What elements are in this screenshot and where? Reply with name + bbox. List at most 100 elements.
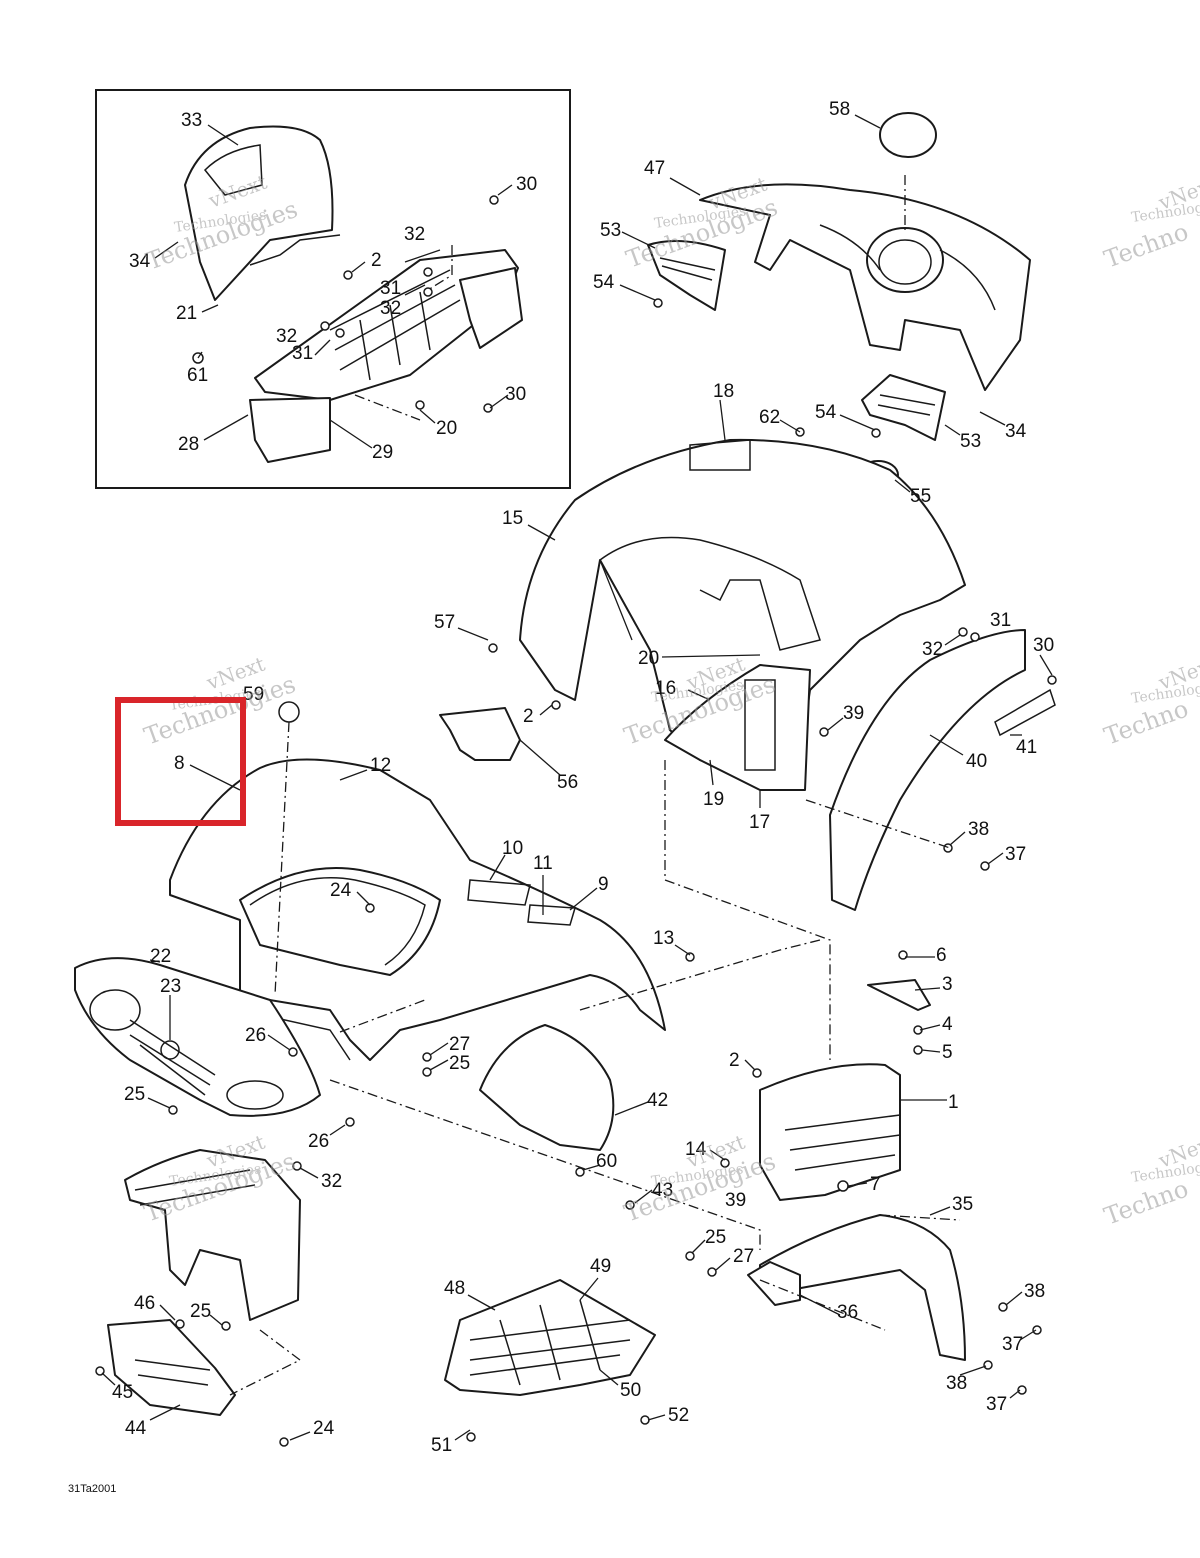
callout-25: 25 — [705, 1227, 726, 1248]
callout-30: 30 — [1033, 635, 1054, 656]
callout-2: 2 — [371, 250, 382, 271]
callout-27: 27 — [733, 1246, 754, 1267]
callout-44: 44 — [125, 1418, 147, 1439]
rear-side-fender-40 — [829, 629, 1056, 911]
callout-6: 6 — [936, 945, 947, 966]
callout-38: 38 — [968, 819, 989, 840]
callout-25: 25 — [449, 1053, 470, 1074]
callout-55: 55 — [910, 486, 931, 507]
rear-fender-15 — [519, 438, 966, 791]
rear-rack-cover-47 — [699, 183, 1031, 391]
callout-54: 54 — [593, 272, 615, 293]
callout-37: 37 — [1002, 1334, 1023, 1355]
skid-plate-48 — [444, 1279, 656, 1396]
callout-53: 53 — [960, 431, 981, 452]
callout-46: 46 — [134, 1293, 155, 1314]
callout-28: 28 — [178, 434, 199, 455]
callout-30: 30 — [505, 384, 526, 405]
callout-3: 3 — [942, 974, 953, 995]
callout-41: 41 — [1016, 737, 1037, 758]
callout-31: 31 — [990, 610, 1011, 631]
callout-8: 8 — [174, 753, 185, 774]
bracket-36 — [747, 1261, 801, 1306]
mud-guard-42 — [479, 1024, 615, 1151]
callout-61: 61 — [187, 365, 208, 386]
callout-57: 57 — [434, 612, 455, 633]
callout-45: 45 — [112, 1382, 133, 1403]
callout-37: 37 — [1005, 844, 1026, 865]
callout-32: 32 — [321, 1171, 342, 1192]
callout-54: 54 — [815, 402, 837, 423]
callout-27: 27 — [449, 1034, 470, 1055]
callout-34: 34 — [1005, 421, 1027, 442]
callout-38: 38 — [1024, 1281, 1045, 1302]
callout-10: 10 — [502, 838, 523, 859]
callout-12: 12 — [370, 755, 391, 776]
callout-13: 13 — [653, 928, 674, 949]
callout-2: 2 — [523, 706, 534, 727]
callout-25: 25 — [190, 1301, 211, 1322]
callout-20: 20 — [638, 648, 659, 669]
callout-35: 35 — [952, 1194, 973, 1215]
callout-32: 32 — [380, 298, 401, 319]
callout-53: 53 — [600, 220, 621, 241]
bracket-56 — [439, 707, 521, 761]
callout-48: 48 — [444, 1278, 465, 1299]
callout-25: 25 — [124, 1084, 145, 1105]
bracket-53-right — [861, 374, 946, 441]
callout-21: 21 — [176, 303, 197, 324]
callout-51: 51 — [431, 1435, 452, 1456]
alignment-lines — [229, 175, 961, 1396]
callout-11: 11 — [533, 853, 553, 874]
callout-56: 56 — [557, 772, 578, 793]
callout-2: 2 — [729, 1050, 740, 1071]
highlight-box — [115, 697, 246, 826]
fasteners — [95, 195, 1057, 1447]
callout-23: 23 — [160, 976, 181, 997]
callout-58: 58 — [829, 99, 850, 120]
callout-26: 26 — [308, 1131, 329, 1152]
callout-29: 29 — [372, 442, 393, 463]
step-bracket-3 — [867, 979, 931, 1011]
drawing-code: 31Ta2001 — [68, 1483, 116, 1495]
callout-39: 39 — [725, 1190, 746, 1211]
callout-49: 49 — [590, 1256, 611, 1277]
callout-19: 19 — [703, 789, 724, 810]
callout-32: 32 — [404, 224, 425, 245]
callout-52: 52 — [668, 1405, 689, 1426]
callout-33: 33 — [181, 110, 202, 131]
callout-47: 47 — [644, 158, 665, 179]
panel-17 — [664, 664, 811, 791]
callout-5: 5 — [942, 1042, 953, 1063]
callout-42: 42 — [647, 1090, 668, 1111]
callout-17: 17 — [749, 812, 770, 833]
callout-18: 18 — [713, 381, 734, 402]
callout-31: 31 — [292, 343, 313, 364]
inset-grille-29 — [249, 249, 523, 463]
callout-60: 60 — [596, 1151, 617, 1172]
callout-39: 39 — [843, 703, 864, 724]
callout-36: 36 — [837, 1302, 858, 1323]
footrest-1 — [759, 1063, 901, 1201]
callout-34: 34 — [129, 251, 151, 272]
inset-fender-33 — [184, 125, 341, 301]
callout-43: 43 — [652, 1180, 673, 1201]
svg-text:Techno: Techno — [1100, 218, 1191, 274]
brush-guard — [124, 1149, 301, 1321]
callout-7: 7 — [870, 1174, 881, 1195]
callout-20: 20 — [436, 418, 457, 439]
rear-guard-35 — [759, 1214, 966, 1361]
callout-22: 22 — [150, 946, 171, 967]
callout-1: 1 — [948, 1092, 959, 1113]
cap-58 — [879, 112, 937, 158]
callout-9: 9 — [598, 874, 609, 895]
callout-38: 38 — [946, 1373, 967, 1394]
leader-lines — [101, 114, 1053, 1441]
bracket-53-top — [647, 240, 726, 311]
callout-40: 40 — [966, 751, 987, 772]
part-callouts: 1 2 3 4 5 6 7 8 9 10 11 12 13 14 15 16 1… — [112, 99, 1037, 1456]
callout-24: 24 — [330, 880, 352, 901]
callout-26: 26 — [245, 1025, 266, 1046]
part-callouts-repeated: 2 2 20 30 30 31 31 32 32 32 32 34 53 54 … — [190, 250, 1054, 1439]
